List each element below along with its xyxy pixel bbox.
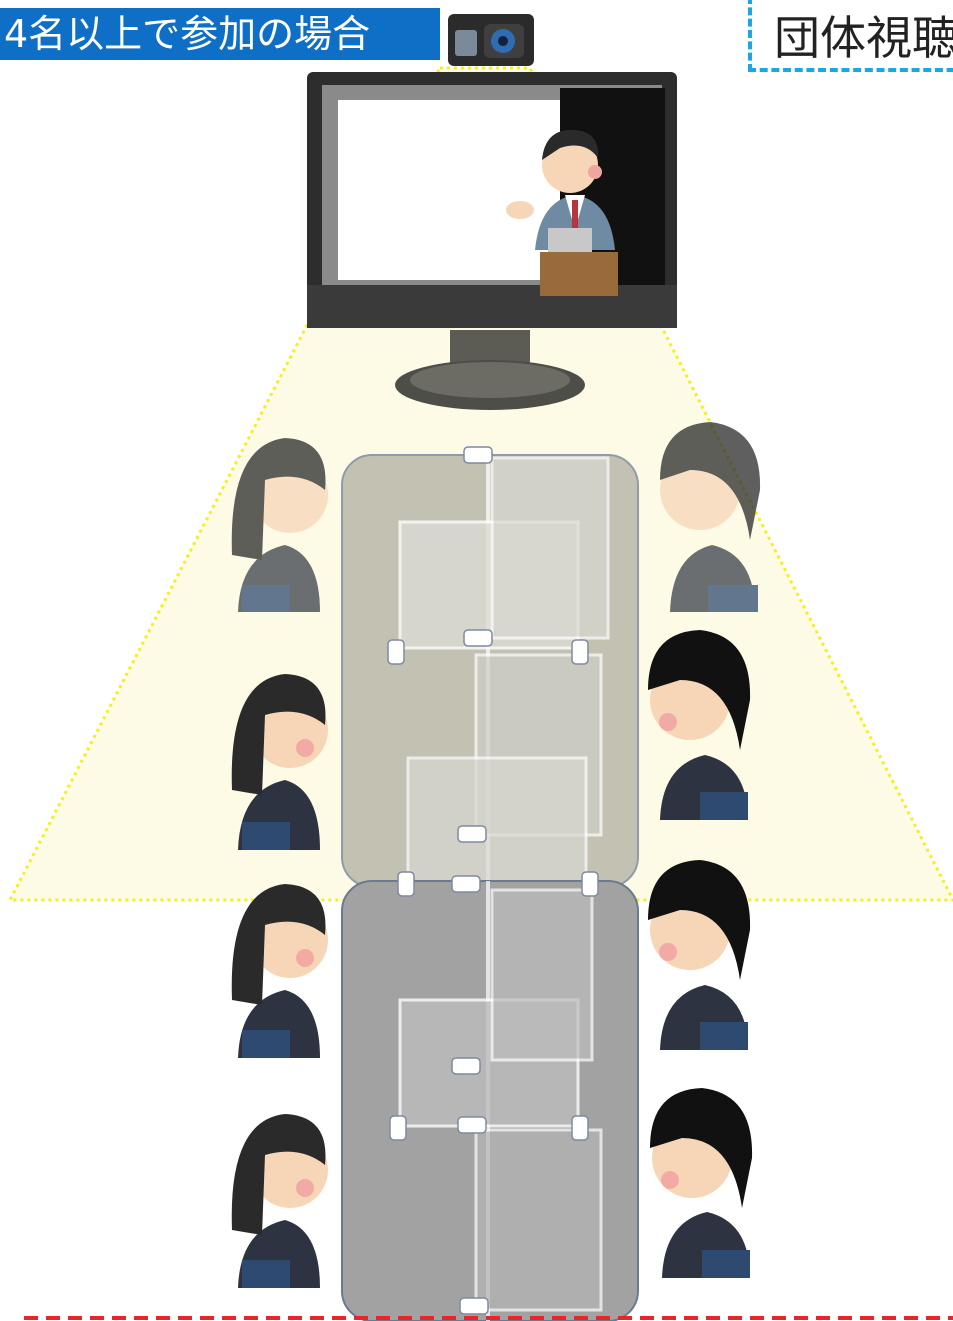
table-connectors: [387, 446, 599, 1315]
attendee-left-2: [231, 674, 328, 850]
attendee-right-4: [650, 1088, 753, 1278]
attendee-right-1: [660, 422, 761, 612]
participation-label: 4名以上で参加の場合: [0, 8, 440, 60]
monitor: [307, 72, 677, 410]
attendee-left-3: [231, 884, 328, 1058]
attendee-left-4: [231, 1114, 328, 1288]
presenter-on-screen: [506, 129, 618, 296]
web-camera: [448, 14, 534, 66]
meeting-table-back: [341, 880, 639, 1321]
meeting-table-front: [341, 454, 639, 888]
attendee-left-1: [231, 438, 328, 612]
attendee-right-3: [648, 860, 751, 1050]
attendee-right-2: [648, 630, 751, 820]
group-viewing-title: 団体視聴: [748, 0, 953, 72]
